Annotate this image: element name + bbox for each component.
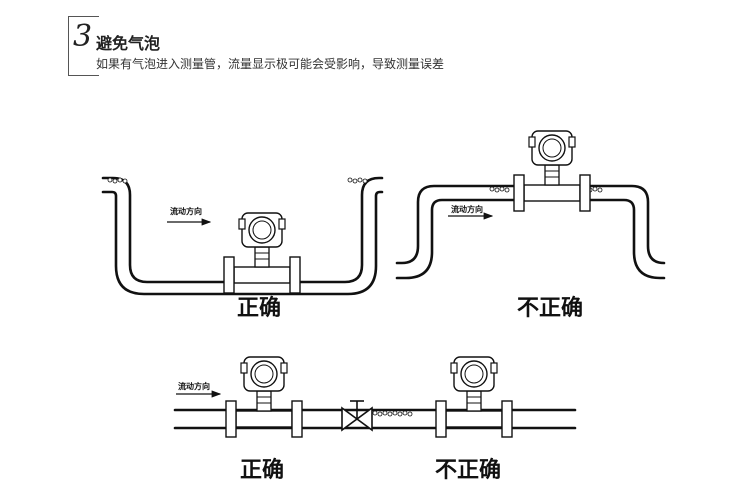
caption-bottom-right: 不正确 (435, 458, 502, 483)
bottom-bubbles-a (372, 410, 393, 417)
top-left-bubbles-right (347, 177, 368, 184)
top-right-meter (513, 130, 591, 212)
top-right-bubbles (489, 186, 510, 193)
top-left-flow-text: 流动方向 (170, 206, 202, 216)
section-description: 如果有气泡进入测量管，流量显示极可能会受影响，导致测量误差 (96, 57, 445, 71)
bottom-left-meter (225, 356, 303, 438)
top-right-flow-text: 流动方向 (451, 204, 483, 214)
caption-bottom-left: 正确 (240, 458, 285, 483)
valve-icon (341, 400, 373, 432)
bottom-right-meter (435, 356, 513, 438)
bottom-bubbles-b (392, 410, 413, 417)
top-left-meter (223, 212, 301, 294)
caption-top-left: 正确 (237, 296, 282, 321)
caption-top-right: 不正确 (517, 296, 584, 321)
step-number: 3 (73, 19, 93, 54)
header-bracket (68, 16, 99, 76)
section-title: 避免气泡 (96, 34, 161, 53)
bottom-flow-text: 流动方向 (178, 381, 210, 391)
